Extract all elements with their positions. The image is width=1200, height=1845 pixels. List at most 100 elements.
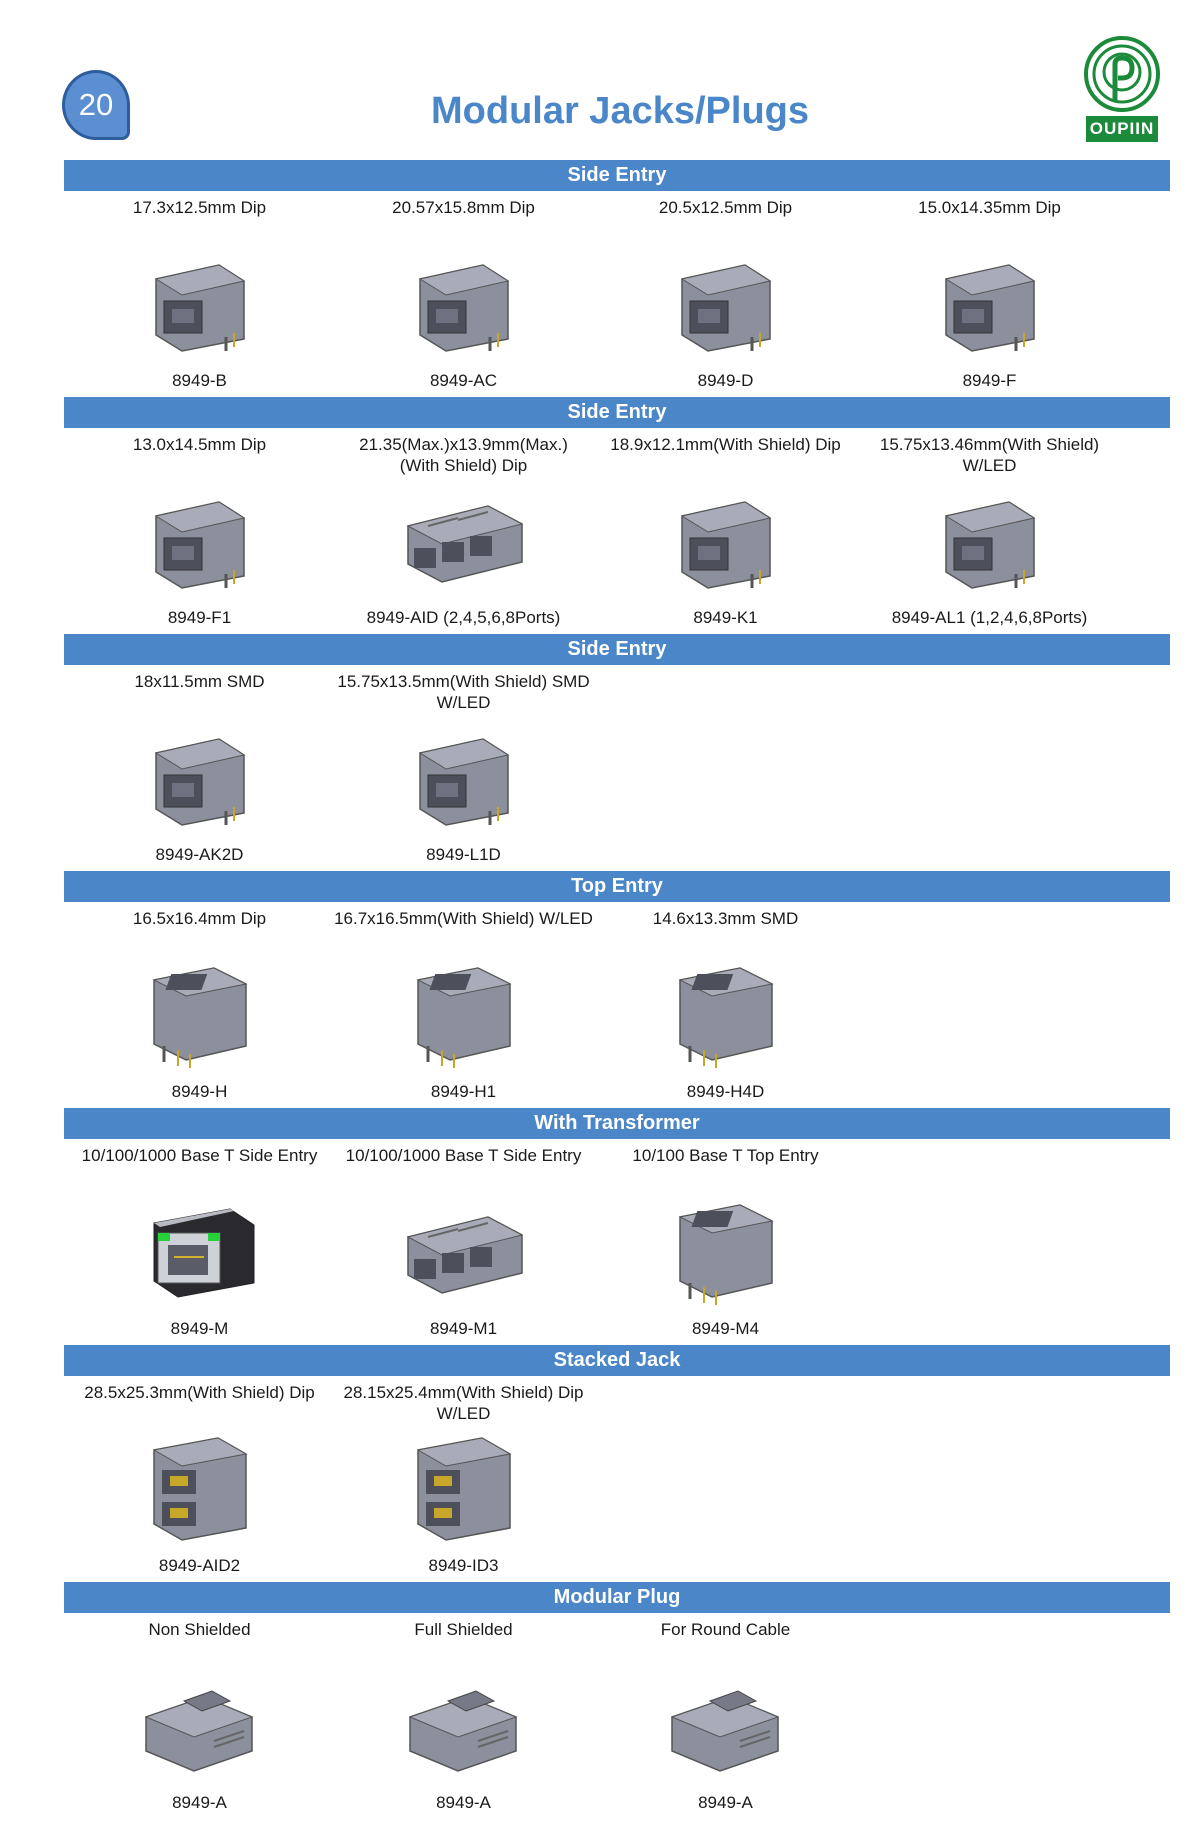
product-item: 10/100 Base T Top Entry 8949-M4 (588, 1139, 863, 1345)
product-part-number: 8949-D (697, 371, 754, 390)
section-title: Modular Plug (64, 1582, 1170, 1613)
catalog-section-6: Stacked Jack 28.5x25.3mm(With Shield) Di… (64, 1345, 1170, 1582)
product-part-number: 8949-A (436, 1793, 491, 1812)
rj45-jack-icon (154, 501, 246, 589)
product-part-number: 8949-K1 (693, 608, 758, 627)
product-part-number: 8949-AK2D (155, 845, 244, 864)
product-spec: 20.5x12.5mm Dip (658, 198, 793, 217)
modular-plug-icon (408, 1690, 518, 1772)
rj45-jack-icon (154, 738, 246, 826)
product-part-number: 8949-H (171, 1082, 228, 1101)
product-spec: Non Shielded (148, 1620, 251, 1639)
catalog-section-4: Top Entry 16.5x16.4mm Dip 8949-H 16.7x16… (64, 871, 1170, 1108)
modular-plug-icon (144, 1690, 254, 1772)
transformer-jack-icon (153, 1208, 255, 1298)
section-title: Stacked Jack (64, 1345, 1170, 1376)
logo-emblem-icon (1084, 36, 1160, 112)
top-entry-jack-icon (416, 967, 512, 1068)
page-number: 20 (78, 87, 114, 122)
product-spec: 15.0x14.35mm Dip (918, 198, 1061, 217)
product-item: 13.0x14.5mm Dip 8949-F1 (62, 428, 337, 634)
product-item: 15.75x13.46mm(With Shield) W/LED 8949-AL… (852, 428, 1127, 634)
product-spec: 15.75x13.5mm(With Shield) SMD W/LED (337, 672, 590, 712)
oupiin-logo: OUPIIN (1082, 34, 1162, 146)
section-title: Top Entry (64, 871, 1170, 902)
product-part-number: 8949-AC (429, 371, 498, 390)
product-item: 15.75x13.5mm(With Shield) SMD W/LED 8949… (326, 665, 601, 871)
product-item: 28.5x25.3mm(With Shield) Dip 8949-AID2 (62, 1376, 337, 1582)
rj45-jack-icon (944, 501, 1036, 589)
rj45-jack-icon (418, 264, 510, 352)
product-spec: 10/100/1000 Base T Side Entry (345, 1146, 582, 1165)
product-spec: 28.5x25.3mm(With Shield) Dip (84, 1383, 315, 1402)
section-title: Side Entry (64, 160, 1170, 191)
product-spec: 16.5x16.4mm Dip (132, 909, 267, 928)
section-title: Side Entry (64, 634, 1170, 665)
product-part-number: 8949-F (962, 371, 1017, 390)
product-part-number: 8949-A (172, 1793, 227, 1812)
product-item: 18x11.5mm SMD 8949-AK2D (62, 665, 337, 871)
product-item: 20.5x12.5mm Dip 8949-D (588, 191, 863, 397)
product-item: For Round Cable 8949-A (588, 1613, 863, 1819)
product-part-number: 8949-AID2 (158, 1556, 241, 1575)
product-part-number: 8949-AID (2,4,5,6,8Ports) (366, 608, 561, 627)
product-spec: 13.0x14.5mm Dip (132, 435, 267, 454)
product-item: 16.7x16.5mm(With Shield) W/LED 8949-H1 (326, 902, 601, 1108)
product-item: 21.35(Max.)x13.9mm(Max.) (With Shield) D… (326, 428, 601, 634)
product-spec: 15.75x13.46mm(With Shield) W/LED (879, 435, 1100, 475)
product-item: 18.9x12.1mm(With Shield) Dip 8949-K1 (588, 428, 863, 634)
rj45-jack-icon (680, 501, 772, 589)
product-spec: 18.9x12.1mm(With Shield) Dip (610, 435, 841, 454)
section-title: With Transformer (64, 1108, 1170, 1139)
product-item: 10/100/1000 Base T Side Entry 8949-M (62, 1139, 337, 1345)
page-number-badge: 20 (62, 70, 130, 140)
rj45-jack-icon (680, 264, 772, 352)
product-spec: 14.6x13.3mm SMD (652, 909, 799, 928)
logo-wordmark: OUPIIN (1086, 116, 1158, 142)
product-spec: Full Shielded (414, 1620, 513, 1639)
top-entry-jack-icon (678, 1204, 774, 1305)
product-part-number: 8949-F1 (167, 608, 232, 627)
product-part-number: 8949-B (172, 371, 227, 390)
product-part-number: 8949-ID3 (428, 1556, 499, 1575)
product-item: Non Shielded 8949-A (62, 1613, 337, 1819)
catalog-section-5: With Transformer 10/100/1000 Base T Side… (64, 1108, 1170, 1345)
product-item: 20.57x15.8mm Dip 8949-AC (326, 191, 601, 397)
multi-port-jack-icon (406, 1216, 524, 1294)
product-part-number: 8949-H4D (686, 1082, 765, 1101)
product-part-number: 8949-M1 (429, 1319, 498, 1338)
product-item: 28.15x25.4mm(With Shield) Dip W/LED 8949… (326, 1376, 601, 1582)
product-spec: 20.57x15.8mm Dip (392, 198, 535, 217)
product-spec: 17.3x12.5mm Dip (132, 198, 267, 217)
product-item: 15.0x14.35mm Dip 8949-F (852, 191, 1127, 397)
multi-port-jack-icon (406, 505, 524, 583)
product-part-number: 8949-M4 (691, 1319, 760, 1338)
product-item: Full Shielded 8949-A (326, 1613, 601, 1819)
modular-plug-icon (670, 1690, 780, 1772)
product-part-number: 8949-L1D (426, 845, 501, 864)
product-spec: 10/100 Base T Top Entry (632, 1146, 819, 1165)
product-spec: 16.7x16.5mm(With Shield) W/LED (334, 909, 593, 928)
product-spec: 18x11.5mm SMD (134, 672, 265, 691)
product-spec: 28.15x25.4mm(With Shield) Dip W/LED (343, 1383, 584, 1423)
product-part-number: 8949-A (698, 1793, 753, 1812)
stacked-jack-icon (152, 1437, 248, 1541)
product-item: 16.5x16.4mm Dip 8949-H (62, 902, 337, 1108)
product-spec: For Round Cable (660, 1620, 791, 1639)
catalog-section-1: Side Entry 17.3x12.5mm Dip 8949-B 20.57x… (64, 160, 1170, 397)
catalog-section-7: Modular Plug Non Shielded 8949-A Full Sh… (64, 1582, 1170, 1819)
product-item: 14.6x13.3mm SMD 8949-H4D (588, 902, 863, 1108)
rj45-jack-icon (418, 738, 510, 826)
product-part-number: 8949-M (170, 1319, 229, 1338)
stacked-jack-icon (416, 1437, 512, 1541)
section-title: Side Entry (64, 397, 1170, 428)
top-entry-jack-icon (678, 967, 774, 1068)
rj45-jack-icon (944, 264, 1036, 352)
product-part-number: 8949-H1 (430, 1082, 497, 1101)
product-item: 10/100/1000 Base T Side Entry 8949-M1 (326, 1139, 601, 1345)
product-part-number: 8949-AL1 (1,2,4,6,8Ports) (891, 608, 1088, 627)
page-title: Modular Jacks/Plugs (430, 90, 809, 132)
catalog-section-2: Side Entry 13.0x14.5mm Dip 8949-F1 21.35… (64, 397, 1170, 634)
rj45-jack-icon (154, 264, 246, 352)
product-item: 17.3x12.5mm Dip 8949-B (62, 191, 337, 397)
